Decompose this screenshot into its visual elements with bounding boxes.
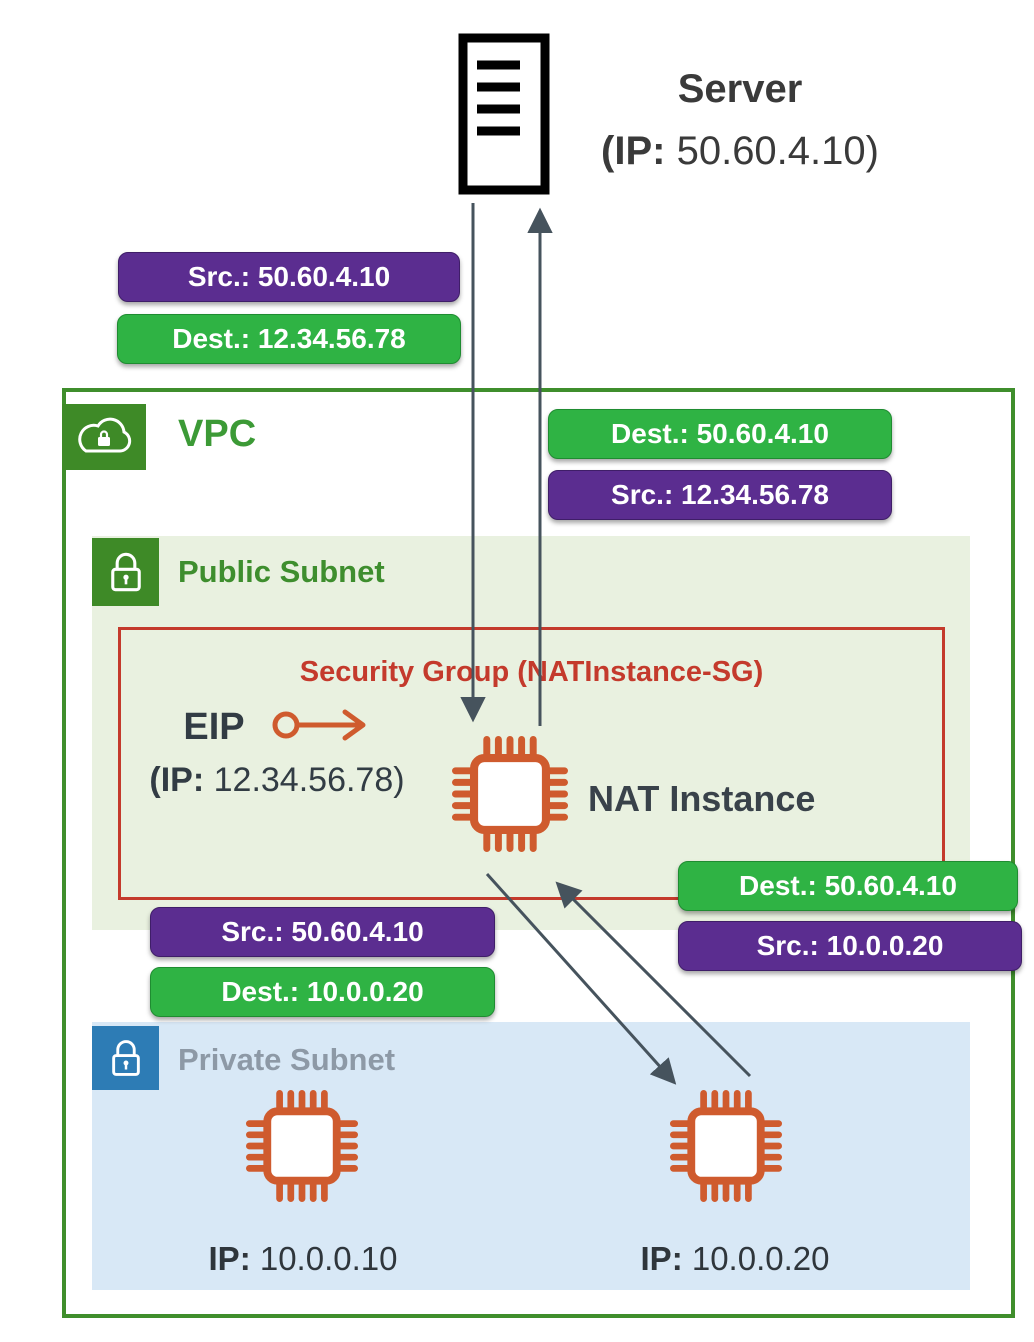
badge-nat-to-private-src: Src.: 50.60.4.10	[150, 907, 495, 957]
private-instance-2-ip: IP: 10.0.0.20	[640, 1240, 830, 1277]
badge-outbound-src: Src.: 12.34.56.78	[548, 470, 892, 520]
badge-nat-to-private-dest: Dest.: 10.0.0.20	[150, 967, 495, 1017]
badge-private-to-nat-dest: Dest.: 50.60.4.10	[678, 861, 1018, 911]
public-subnet-label: Public Subnet	[178, 554, 385, 589]
private-instance-1-ip: IP: 10.0.0.10	[208, 1240, 398, 1277]
eip-circle-arrow-icon	[271, 704, 371, 751]
private-instance-1-chip-icon	[246, 1090, 358, 1202]
server-icon	[458, 33, 550, 195]
badge-inbound-dest: Dest.: 12.34.56.78	[117, 314, 461, 364]
nat-instance-chip-icon	[452, 736, 568, 852]
eip-label: EIP	[183, 706, 245, 748]
server-title: Server	[677, 67, 803, 111]
vpc-label: VPC	[178, 413, 257, 455]
eip-ip: (IP: 12.34.56.78)	[149, 761, 405, 799]
vpc-cloud-lock-icon	[62, 404, 146, 470]
private-instance-2-chip-icon	[670, 1090, 782, 1202]
badge-outbound-dest: Dest.: 50.60.4.10	[548, 409, 892, 459]
eip-block: EIP (IP: 12.34.56.78)	[112, 704, 442, 800]
private-subnet-label: Private Subnet	[178, 1042, 396, 1077]
private-subnet-lock-icon	[92, 1026, 159, 1090]
security-group-label: Security Group (NATInstance-SG)	[299, 656, 764, 688]
server-ip: (IP: 50.60.4.10)	[601, 129, 879, 173]
badge-private-to-nat-src: Src.: 10.0.0.20	[678, 921, 1022, 971]
nat-instance-label: NAT Instance	[588, 778, 816, 819]
server-label: Server (IP: 50.60.4.10)	[540, 58, 940, 182]
public-subnet-lock-icon	[92, 538, 159, 606]
badge-inbound-src: Src.: 50.60.4.10	[118, 252, 460, 302]
